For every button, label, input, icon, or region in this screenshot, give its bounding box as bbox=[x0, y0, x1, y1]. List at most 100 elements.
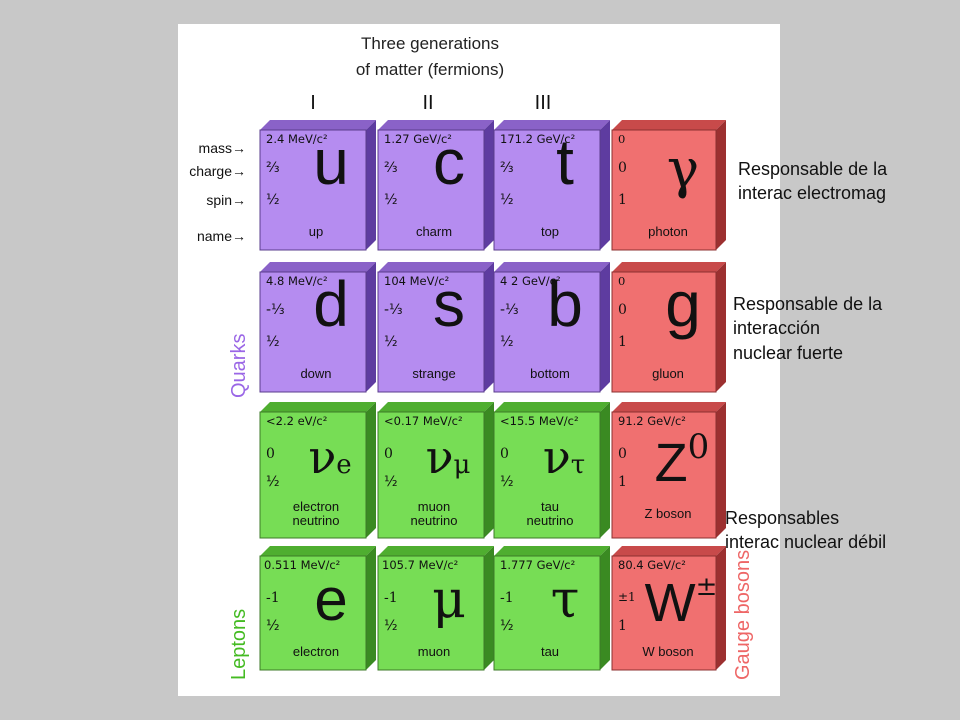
note-line: interac nuclear débil bbox=[725, 532, 887, 553]
particle-symbol: νμ bbox=[425, 430, 471, 484]
particle-card-w-boson: 80.4 GeV/c² ±1 1 W± W boson bbox=[611, 546, 730, 671]
note-electromagnetic: Responsable de la interac electromag bbox=[738, 157, 887, 206]
card-box bbox=[611, 402, 726, 539]
particle-name: W boson bbox=[642, 644, 694, 659]
mass-value: 80.4 GeV/c² bbox=[618, 558, 686, 572]
mass-value: <2.2 eV/c² bbox=[266, 414, 328, 428]
particle-superscript: 0 bbox=[687, 427, 710, 467]
card-box bbox=[493, 262, 610, 393]
particle-name: muon bbox=[417, 644, 451, 659]
particle-symbol: c bbox=[433, 126, 465, 198]
spin-value: ½ bbox=[500, 192, 514, 208]
spin-value: ½ bbox=[266, 334, 280, 350]
charge-value: -1 bbox=[500, 590, 514, 606]
note-weak: Responsables interac nuclear débil bbox=[725, 506, 886, 555]
charge-value: ±1 bbox=[618, 590, 636, 604]
particle-name: electron bbox=[292, 644, 340, 659]
mass-value: 1.777 GeV/c² bbox=[500, 558, 576, 572]
card-box bbox=[377, 120, 494, 251]
diagram-title-line2: of matter (fermions) bbox=[355, 60, 505, 79]
particle-name: Z boson bbox=[644, 506, 692, 521]
generation-label-iii: III bbox=[534, 92, 552, 114]
charge-value: ⅔ bbox=[500, 160, 514, 176]
particle-symbol: μ bbox=[432, 570, 466, 630]
particle-symbol: e bbox=[314, 566, 348, 633]
spin-value: ½ bbox=[384, 334, 398, 350]
charge-value: 0 bbox=[618, 160, 627, 176]
charge-value: -⅓ bbox=[384, 302, 403, 318]
particle-card-up: 2.4 MeV/c² ⅔ ½ u up bbox=[259, 120, 378, 251]
particle-name: tau bbox=[540, 644, 560, 659]
particle-symbol: τ bbox=[550, 570, 580, 630]
spin-value: 1 bbox=[618, 334, 627, 350]
card-box bbox=[259, 262, 376, 393]
particle-name: charm bbox=[415, 224, 453, 239]
particle-name: down bbox=[300, 366, 332, 381]
particle-symbol: W± bbox=[644, 572, 718, 633]
card-box bbox=[259, 546, 376, 671]
mass-value: 171.2 GeV/c² bbox=[500, 132, 576, 146]
spin-value: ½ bbox=[500, 334, 514, 350]
card-box bbox=[377, 402, 494, 539]
particle-superscript: ± bbox=[695, 572, 718, 602]
particle-name: photon bbox=[648, 224, 688, 239]
note-line: interac electromag bbox=[738, 183, 887, 204]
mass-value: 0.511 MeV/c² bbox=[264, 558, 341, 572]
card-box bbox=[259, 120, 376, 251]
charge-value: 0 bbox=[384, 446, 393, 462]
generation-label-i: I bbox=[310, 92, 316, 114]
row-label-mass: mass→ bbox=[198, 140, 246, 156]
mass-value: <15.5 MeV/c² bbox=[500, 414, 579, 428]
particle-name: top bbox=[540, 224, 560, 239]
spin-value: 1 bbox=[618, 618, 627, 634]
spin-value: ½ bbox=[384, 474, 398, 490]
mass-value: 0 bbox=[618, 132, 626, 146]
particle-name: up bbox=[308, 224, 324, 239]
particle-symbol: Z0 bbox=[654, 427, 710, 493]
mass-value: 2.4 MeV/c² bbox=[266, 132, 328, 146]
charge-value: -1 bbox=[384, 590, 398, 606]
note-strong: Responsable de la interacción nuclear fu… bbox=[733, 292, 882, 365]
spin-value: ½ bbox=[266, 192, 280, 208]
mass-value: 4.8 MeV/c² bbox=[266, 274, 328, 288]
spin-value: ½ bbox=[500, 474, 514, 490]
mass-value: <0.17 MeV/c² bbox=[384, 414, 463, 428]
particle-card-gluon: 0 0 1 g gluon bbox=[611, 262, 730, 393]
mass-value: 4 2 GeV/c² bbox=[500, 274, 561, 288]
particle-name: bottom bbox=[530, 366, 570, 381]
card-box bbox=[493, 546, 610, 671]
particle-symbol: ντ bbox=[542, 430, 586, 484]
diagram-title-line1: Three generations bbox=[361, 34, 499, 53]
spin-value: ½ bbox=[500, 618, 514, 634]
particle-card-tau: 1.777 GeV/c² -1 ½ τ tau bbox=[493, 546, 612, 671]
spin-value: 1 bbox=[618, 474, 627, 490]
spin-value: 1 bbox=[618, 192, 627, 208]
charge-value: -1 bbox=[266, 590, 280, 606]
mass-value: 91.2 GeV/c² bbox=[618, 414, 686, 428]
charge-value: 0 bbox=[500, 446, 509, 462]
spin-value: ½ bbox=[384, 192, 398, 208]
row-label-name: name→ bbox=[196, 228, 246, 244]
row-label-spin: spin→ bbox=[206, 192, 246, 208]
spin-value: ½ bbox=[266, 474, 280, 490]
particle-name: strange bbox=[412, 366, 456, 381]
charge-value: ⅔ bbox=[266, 160, 280, 176]
generation-label-ii: II bbox=[422, 92, 434, 114]
charge-value: 0 bbox=[266, 446, 275, 462]
particle-symbol: d bbox=[313, 268, 349, 340]
mass-value: 1.27 GeV/c² bbox=[384, 132, 452, 146]
charge-value: 0 bbox=[618, 302, 627, 318]
leptons-side-label: Leptons bbox=[228, 608, 250, 680]
spin-value: ½ bbox=[266, 618, 280, 634]
spin-value: ½ bbox=[384, 618, 398, 634]
charge-value: -⅓ bbox=[500, 302, 519, 318]
row-label-charge: charge→ bbox=[189, 163, 246, 179]
particle-symbol: νe bbox=[308, 430, 352, 484]
particle-card-down: 4.8 MeV/c² -⅓ ½ d down bbox=[259, 262, 378, 393]
particle-card-muon: 105.7 MeV/c² -1 ½ μ muon bbox=[377, 546, 496, 671]
